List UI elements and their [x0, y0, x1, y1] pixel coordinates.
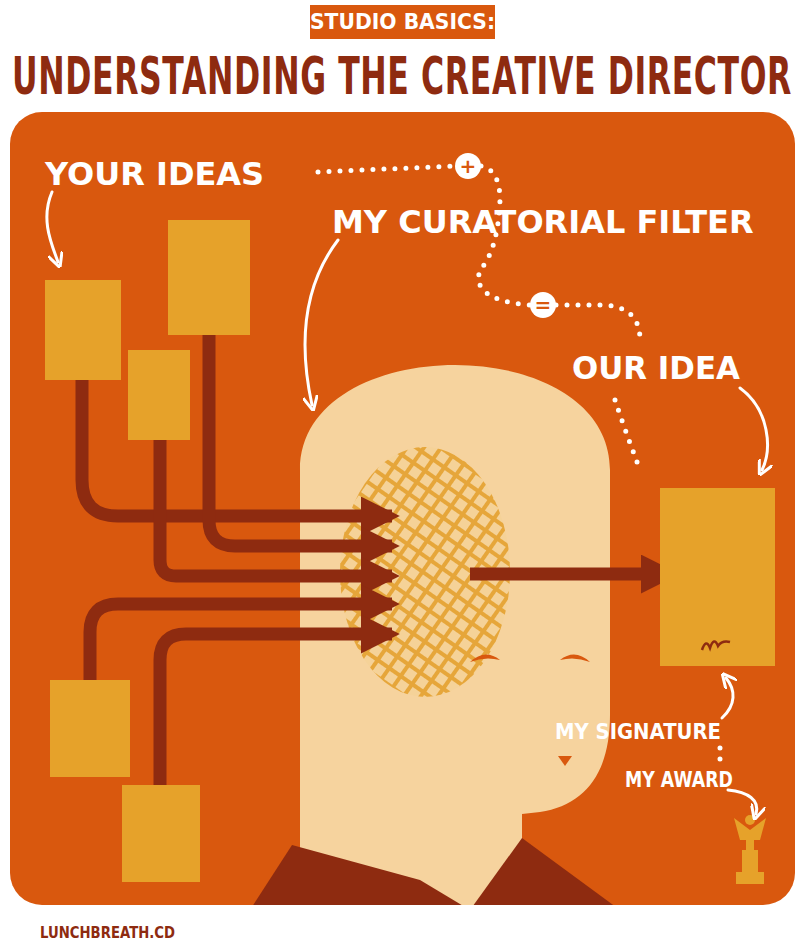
callout-label: YOUR IDEAS — [45, 158, 264, 190]
operator-circle: = — [530, 292, 556, 318]
collar — [250, 845, 470, 905]
banner-label: STUDIO BASICS: — [310, 11, 495, 33]
award — [734, 815, 766, 884]
mouth — [558, 756, 572, 766]
callout-label: MY AWARD — [625, 770, 733, 791]
callout-label: OUR IDEA — [572, 352, 740, 384]
our-idea-box — [660, 488, 775, 666]
callout-arrows — [47, 192, 768, 814]
operator-symbol: + — [455, 153, 481, 179]
callout-label: MY SIGNATURE — [555, 722, 721, 743]
title: UNDERSTANDING THE CREATIVE DIRECTOR — [12, 50, 792, 102]
dotted-guides — [318, 166, 720, 766]
operator-circle: + — [455, 153, 481, 179]
banner — [310, 5, 495, 39]
idea-lines — [82, 333, 672, 787]
eye — [560, 654, 590, 662]
eye — [470, 654, 500, 662]
operator-symbol: = — [530, 292, 556, 318]
collar — [470, 838, 620, 905]
signature — [702, 641, 730, 650]
credit: LUNCHBREATH.CD — [40, 926, 175, 941]
idea-boxes — [45, 220, 250, 882]
callout-label: MY CURATORIAL FILTER — [332, 206, 754, 238]
